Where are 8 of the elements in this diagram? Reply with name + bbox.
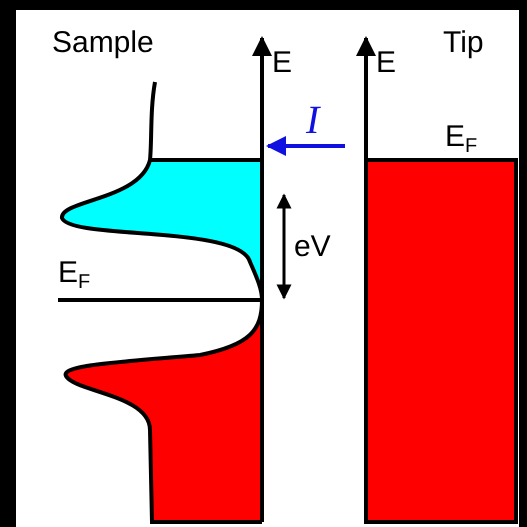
axis-label: Sample [52, 28, 154, 58]
axis-label: Tip [443, 28, 484, 58]
axis-label: E [272, 48, 292, 78]
bias-voltage-label: eV [294, 232, 331, 262]
current-label: I [306, 100, 320, 140]
fermi-level-label: E$_{F}$ [58, 258, 90, 292]
fermi-level-label: E$_{F}$ [445, 122, 478, 156]
axis-label: E [376, 48, 396, 78]
